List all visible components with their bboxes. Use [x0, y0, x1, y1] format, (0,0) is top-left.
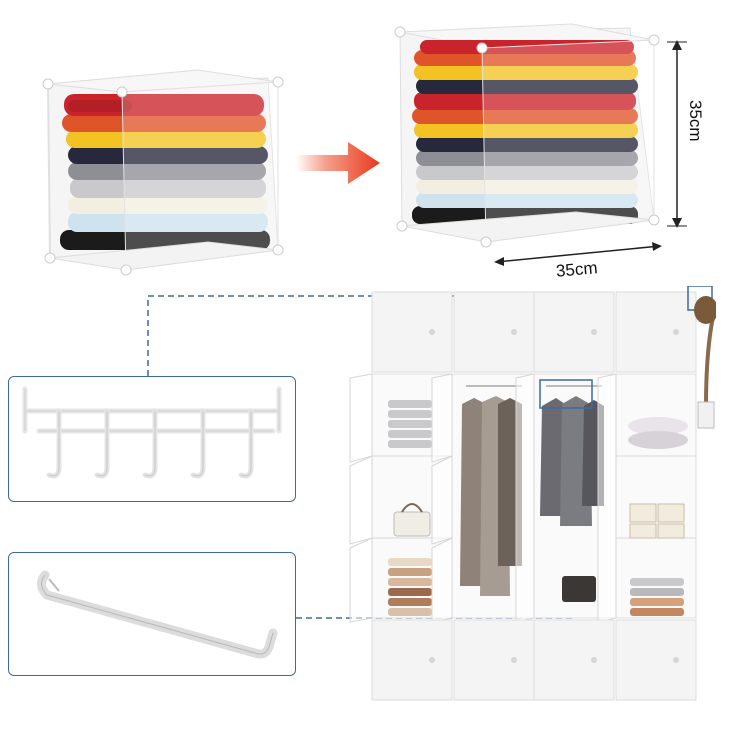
small-cube-illustration: [38, 62, 290, 284]
hanging-rod-icon: [29, 567, 285, 667]
height-dimension-line: [664, 40, 690, 230]
hook-rack-callout: [8, 376, 296, 502]
width-dimension-line: [492, 238, 664, 268]
hanging-rod-callout: [8, 552, 296, 676]
right-arrow-icon: [296, 140, 382, 186]
hook-rack-icon: [19, 383, 285, 493]
width-label: 35cm: [555, 258, 599, 281]
height-label: 35cm: [686, 100, 705, 142]
large-cube-illustration: [392, 20, 664, 256]
wardrobe-illustration: [346, 286, 716, 706]
